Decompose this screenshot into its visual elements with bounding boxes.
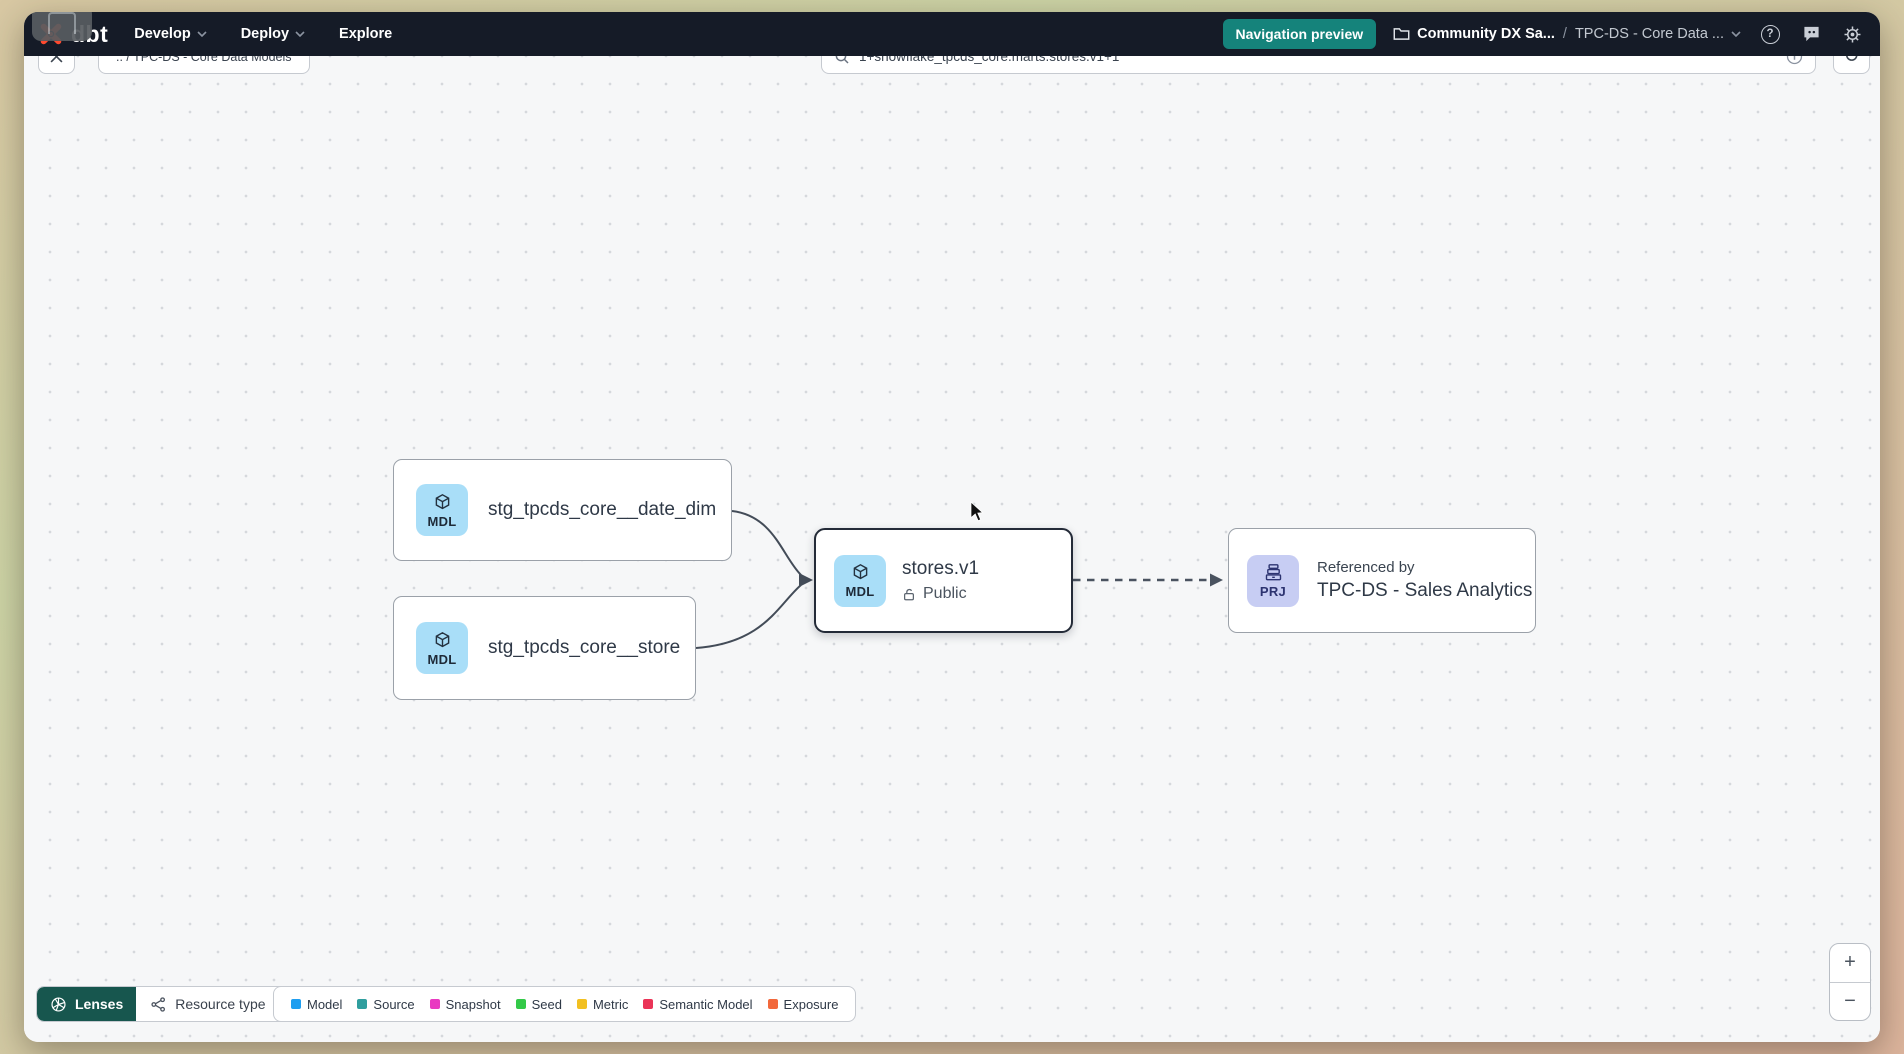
legend-item-seed: Seed bbox=[515, 996, 562, 1012]
menu-develop-label: Develop bbox=[134, 26, 191, 42]
model-cube-icon bbox=[435, 631, 449, 647]
breadcrumb: Community DX Sa... / TPC-DS - Core Data … bbox=[1393, 26, 1741, 42]
breadcrumb-separator: / bbox=[1562, 26, 1567, 42]
badge-label: PRJ bbox=[1259, 584, 1287, 599]
navigation-preview-button[interactable]: Navigation preview bbox=[1222, 19, 1377, 49]
badge-label: MDL bbox=[427, 651, 457, 667]
legend-swatch bbox=[576, 999, 587, 1009]
node-store[interactable]: MDL stg_tpcds_core__store bbox=[393, 596, 696, 700]
menu-explore[interactable]: Explore bbox=[339, 26, 392, 42]
node-sales-analytics[interactable]: PRJ Referenced by TPC-DS - Sales Analyti… bbox=[1228, 528, 1536, 633]
node-label: stg_tpcds_core__store bbox=[488, 637, 681, 658]
legend-swatch bbox=[643, 999, 654, 1009]
breadcrumb-section-label: TPC-DS - Core Data ... bbox=[1574, 26, 1724, 42]
menu-develop[interactable]: Develop bbox=[134, 26, 207, 42]
badge-label: MDL bbox=[427, 513, 457, 529]
breadcrumb-section[interactable]: TPC-DS - Core Data ... bbox=[1575, 26, 1741, 42]
legend-label: Semantic Model bbox=[659, 996, 753, 1012]
node-label: stores.v1 bbox=[902, 558, 980, 579]
legend-label: Source bbox=[373, 996, 415, 1012]
feedback-button[interactable] bbox=[1799, 22, 1823, 46]
resource-type-icon bbox=[151, 996, 166, 1012]
legend-item-exposure: Exposure bbox=[767, 996, 839, 1012]
legend-swatch bbox=[515, 999, 526, 1009]
settings-icon bbox=[1844, 26, 1860, 42]
model-cube-icon bbox=[853, 563, 867, 580]
chevron-down-icon bbox=[197, 31, 207, 37]
main-menu: Develop Deploy Explore bbox=[134, 26, 392, 42]
badge-label: MDL bbox=[845, 584, 875, 599]
access-row: Public bbox=[902, 585, 979, 603]
zoom-in-button[interactable]: + bbox=[1830, 944, 1870, 983]
zoom-controls: + − bbox=[1829, 943, 1871, 1021]
menu-explore-label: Explore bbox=[339, 26, 393, 42]
access-label: Public bbox=[923, 585, 967, 602]
monitor-icon bbox=[48, 12, 76, 34]
resource-type-label: Resource type bbox=[175, 996, 266, 1012]
chevron-down-icon bbox=[1731, 31, 1741, 37]
legend-label: Snapshot bbox=[445, 996, 501, 1012]
menu-deploy-label: Deploy bbox=[240, 26, 290, 42]
settings-button[interactable] bbox=[1840, 22, 1864, 46]
feedback-icon bbox=[1803, 26, 1819, 42]
help-button[interactable]: ? bbox=[1758, 22, 1782, 46]
cursor-icon bbox=[970, 501, 984, 522]
menu-deploy[interactable]: Deploy bbox=[241, 26, 305, 42]
chevron-down-icon bbox=[295, 31, 305, 37]
legend-item-metric: Metric bbox=[576, 996, 629, 1012]
lenses-label: Lenses bbox=[75, 996, 124, 1012]
model-badge: MDL bbox=[416, 622, 468, 674]
folder-icon bbox=[1393, 28, 1410, 40]
legend-swatch bbox=[767, 999, 778, 1009]
project-badge: PRJ bbox=[1247, 554, 1299, 607]
nav-right: Navigation preview Community DX Sa... / … bbox=[1222, 19, 1864, 49]
project-icon bbox=[1265, 564, 1281, 581]
lineage-canvas[interactable]: MDL stg_tpcds_core__date_dim MDL stg_tpc… bbox=[24, 56, 1880, 1042]
breadcrumb-project-label: Community DX Sa... bbox=[1417, 26, 1555, 42]
legend-swatch bbox=[429, 999, 440, 1009]
node-stores-v1[interactable]: MDL stores.v1 Public bbox=[814, 528, 1073, 633]
legend-swatch bbox=[357, 999, 368, 1009]
legend-item-source: Source bbox=[357, 996, 415, 1012]
model-badge: MDL bbox=[416, 484, 468, 536]
legend-label: Metric bbox=[592, 996, 629, 1012]
lenses-icon bbox=[51, 996, 66, 1012]
lenses-control: Lenses Resource type bbox=[36, 986, 300, 1022]
legend-label: Model bbox=[307, 996, 343, 1012]
legend-swatch bbox=[291, 999, 301, 1009]
legend-label: Seed bbox=[531, 996, 562, 1012]
node-label: TPC-DS - Sales Analytics bbox=[1317, 580, 1533, 601]
lenses-button[interactable]: Lenses bbox=[37, 987, 137, 1021]
breadcrumb-project[interactable]: Community DX Sa... bbox=[1393, 26, 1555, 42]
resource-legend: Model Source Snapshot Seed Metric Semant… bbox=[273, 986, 857, 1022]
model-badge: MDL bbox=[834, 554, 886, 607]
legend-item-snapshot: Snapshot bbox=[429, 996, 501, 1012]
unlock-icon bbox=[904, 588, 914, 600]
app-window: dbt Develop Deploy Explore Navigation pr… bbox=[24, 12, 1880, 1042]
zoom-out-button[interactable]: − bbox=[1844, 989, 1856, 1012]
node-label: stg_tpcds_core__date_dim bbox=[488, 499, 717, 520]
legend-item-semantic-model: Semantic Model bbox=[643, 996, 753, 1012]
model-cube-icon bbox=[435, 493, 449, 509]
node-sublabel: Referenced by bbox=[1317, 559, 1415, 576]
top-nav: dbt Develop Deploy Explore Navigation pr… bbox=[24, 12, 1880, 56]
legend-label: Exposure bbox=[783, 996, 839, 1012]
legend-item-model: Model bbox=[291, 997, 342, 1012]
node-date-dim[interactable]: MDL stg_tpcds_core__date_dim bbox=[393, 459, 732, 561]
help-icon: ? bbox=[1760, 24, 1780, 44]
screen-share-artifact bbox=[32, 12, 92, 41]
